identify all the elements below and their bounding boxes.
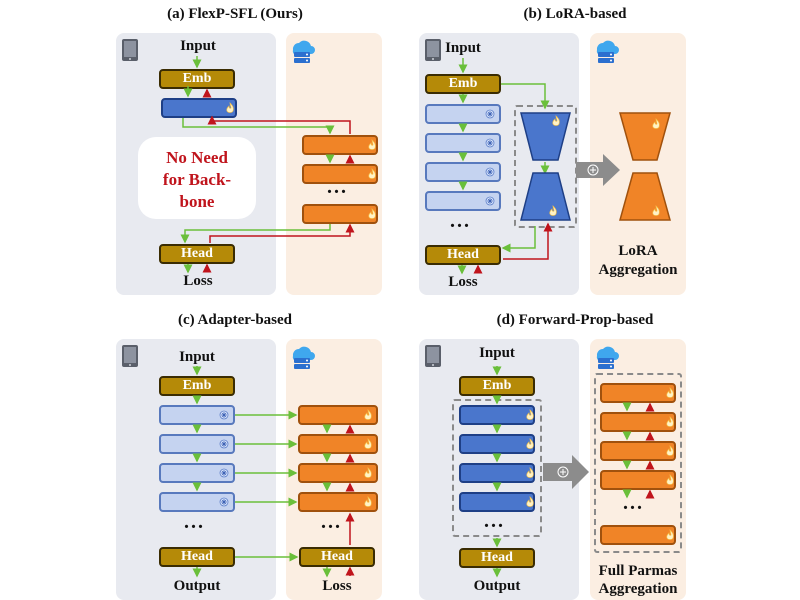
server-layer <box>298 463 378 483</box>
trainable-layer <box>459 405 535 425</box>
panel-d-output-label: Output <box>473 578 521 594</box>
panel-d-server-layers-box <box>594 373 682 553</box>
panel-b-head-block: Head <box>425 245 501 265</box>
panel-c-output-label: Output <box>173 578 221 594</box>
server-layer <box>302 164 378 184</box>
server-layer <box>600 525 676 545</box>
frozen-layer <box>425 162 501 182</box>
server-layer <box>302 135 378 155</box>
panel-d-input-label: Input <box>479 345 515 361</box>
panel-b-loss-label: Loss <box>448 274 478 290</box>
panel-c-emb-block: Emb <box>159 376 235 396</box>
panel-a-input-label: Input <box>180 38 216 54</box>
note-line: for Back- <box>162 170 232 189</box>
frozen-layer <box>159 405 235 425</box>
panel-c-server-loss-label: Loss <box>322 578 352 594</box>
panel-c-title: (c) Adapter-based <box>177 312 293 328</box>
trainable-layer <box>459 492 535 512</box>
frozen-layer <box>425 104 501 124</box>
tablet-icon <box>424 38 442 67</box>
cloud-server-icon <box>287 342 317 377</box>
panel-d-aggregation-label: Full Parmas Aggregation <box>584 562 692 598</box>
panel-b-client-dots: ... <box>450 210 471 232</box>
frozen-layer <box>159 492 235 512</box>
frozen-layer <box>159 434 235 454</box>
panel-a-title: (a) FlexP-SFL (Ours) <box>167 6 303 22</box>
tablet-icon <box>121 344 139 373</box>
server-layer <box>298 405 378 425</box>
frozen-layer <box>159 463 235 483</box>
server-layer <box>600 412 676 432</box>
tablet-icon <box>121 38 139 67</box>
panel-d-emb-block: Emb <box>459 376 535 396</box>
aggregation-line: LoRA <box>618 243 658 259</box>
server-layer <box>600 470 676 490</box>
aggregation-line: Full Parmas <box>598 563 678 579</box>
panel-d-title: (d) Forward-Prop-based <box>496 312 654 328</box>
server-layer <box>298 492 378 512</box>
server-layer <box>600 441 676 461</box>
lora-adapter-box <box>514 105 577 228</box>
frozen-layer <box>425 191 501 211</box>
panel-a-head-block: Head <box>159 244 235 264</box>
panel-c-head-block: Head <box>159 547 235 567</box>
panel-c-input-label: Input <box>179 349 215 365</box>
panel-d-client-dots: ... <box>484 510 505 532</box>
panel-d-head-block: Head <box>459 548 535 568</box>
aggregation-line: Aggregation <box>598 262 678 278</box>
panel-a-no-backbone-note: No Need for Back- bone <box>138 137 256 219</box>
panel-b-input-label: Input <box>445 40 481 56</box>
panel-b-title: (b) LoRA-based <box>523 6 627 22</box>
panel-a-emb-block: Emb <box>159 69 235 89</box>
note-line: No Need <box>166 148 228 167</box>
server-layer <box>600 383 676 403</box>
frozen-layer <box>425 133 501 153</box>
trainable-layer <box>459 434 535 454</box>
trainable-layer <box>459 463 535 483</box>
panel-d-server-dots: ... <box>623 492 644 514</box>
panel-c-server-dots: ... <box>321 511 342 533</box>
panel-a-loss-label: Loss <box>183 273 213 289</box>
cloud-server-icon <box>287 36 317 71</box>
panel-c-client-dots: ... <box>184 511 205 533</box>
cloud-server-icon <box>591 342 621 377</box>
panel-a-server-dots: ... <box>327 176 348 198</box>
aggregation-line: Aggregation <box>598 581 678 597</box>
panel-b-aggregation-label: LoRA Aggregation <box>588 242 688 280</box>
panel-c-server-head-block: Head <box>299 547 375 567</box>
tablet-icon <box>424 344 442 373</box>
panel-d-server-area <box>590 339 686 600</box>
cloud-server-icon <box>591 36 621 71</box>
note-line: bone <box>179 192 215 211</box>
panel-a-trainable-layer <box>161 98 237 118</box>
server-layer <box>302 204 378 224</box>
server-layer <box>298 434 378 454</box>
panel-b-emb-block: Emb <box>425 74 501 94</box>
